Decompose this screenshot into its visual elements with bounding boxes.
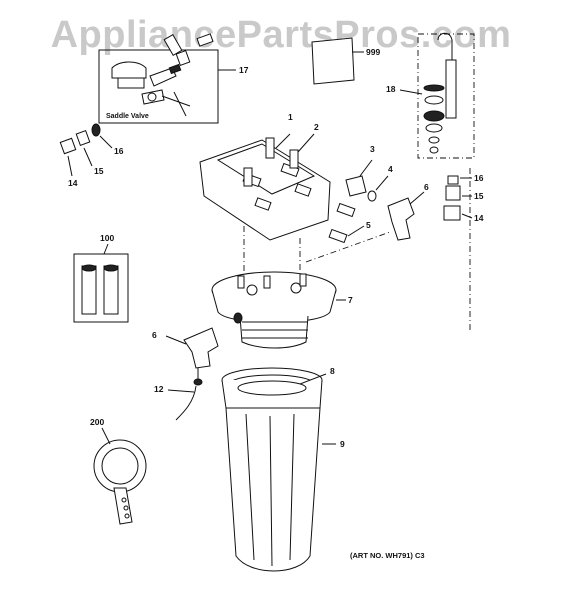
callout-15-left: 15 [94,166,104,176]
part-14-15-16-left-fittings[interactable]: 16 15 14 [59,123,124,188]
part-8-o-ring[interactable]: 8 [237,366,335,396]
callout-3: 3 [370,144,375,154]
callout-1: 1 [288,112,293,122]
saddle-valve-label: Saddle Valve [106,113,149,120]
callout-15-right: 15 [474,191,484,201]
watermark: AppliancePartsPros.com [50,14,512,56]
callout-12: 12 [154,384,164,394]
part-999-card[interactable]: 999 [311,37,380,85]
callout-16-left: 16 [114,146,124,156]
callout-18: 18 [386,84,396,94]
callout-4: 4 [388,164,393,174]
part-9-filter-housing[interactable]: 9 [221,367,345,572]
callout-16-right: 16 [474,173,484,183]
callout-17: 17 [239,65,249,75]
part-3-fitting[interactable]: 3 [345,144,375,197]
callout-14-right: 14 [474,213,484,223]
part-2-mounting-bracket[interactable]: 1 2 [199,112,331,241]
callout-5: 5 [366,220,371,230]
part-6-elbow-upper[interactable]: 6 [387,182,429,241]
art-number: (ART NO. WH791) C3 [350,551,425,560]
part-4-ring[interactable]: 4 [367,164,393,202]
part-6-elbow-lower[interactable]: 6 [152,327,219,369]
callout-6-upper: 6 [424,182,429,192]
callout-100: 100 [100,233,114,243]
callout-9: 9 [340,439,345,449]
assembly-center-lines [243,168,471,330]
part-18-faucet-assembly[interactable]: 18 [386,32,475,159]
part-100-filter-cartridges[interactable]: 100 [73,233,129,323]
callout-14-left: 14 [68,178,78,188]
callout-200: 200 [90,417,104,427]
part-5-screws[interactable]: 5 [328,202,371,244]
part-12-tubing[interactable]: 12 [154,368,203,421]
callout-2: 2 [314,122,319,132]
part-200-housing-wrench[interactable]: 200 [90,417,147,525]
callout-7: 7 [348,295,353,305]
part-7-filter-head[interactable]: 7 [211,271,353,349]
part-17-saddle-valve[interactable]: Saddle Valve 17 [98,49,249,124]
callout-8: 8 [330,366,335,376]
part-14-15-16-right-fittings[interactable]: 16 15 14 [443,173,484,223]
callout-999: 999 [366,47,380,57]
part-17-screws [163,33,214,66]
callout-6-lower: 6 [152,330,157,340]
